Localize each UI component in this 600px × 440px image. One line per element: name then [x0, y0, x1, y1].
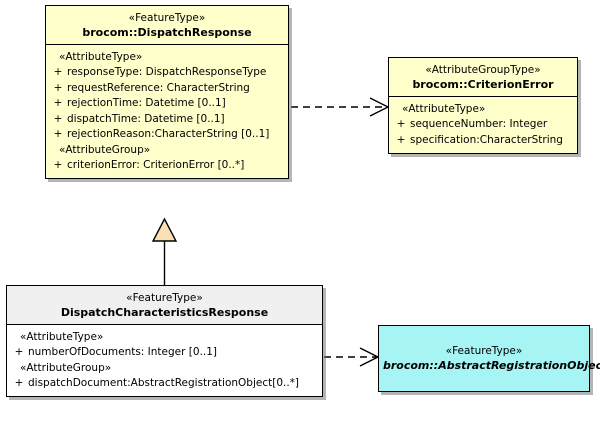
attribute-visibility: +	[53, 158, 63, 171]
compartment-label: «AttributeGroup»	[20, 361, 112, 374]
class-header-criterion-error: «AttributeGroupType» brocom::CriterionEr…	[389, 58, 577, 97]
attribute-row: + sequenceNumber: Integer	[392, 117, 574, 133]
class-box-abstract-registration-object[interactable]: «FeatureType» brocom::AbstractRegistrati…	[378, 325, 600, 392]
attribute-text: rejectionTime: Datetime [0..1]	[67, 97, 226, 109]
dependency-dispatchcharacteristics-to-abstractregistrationobject	[324, 347, 380, 367]
compartment-label: «AttributeType»	[402, 103, 486, 115]
attribute-row: + requestReference: CharacterString	[49, 81, 285, 97]
attribute-text: rejectionReason:CharacterString [0..1]	[67, 128, 270, 140]
attribute-row: + rejectionTime: Datetime [0..1]	[49, 96, 285, 112]
attribute-text: responseType: DispatchResponseType	[67, 66, 267, 78]
attribute-visibility: +	[53, 81, 63, 94]
attribute-row: + responseType: DispatchResponseType	[49, 65, 285, 81]
attribute-text: numberOfDocuments: Integer [0..1]	[28, 346, 218, 358]
class-stereotype: «FeatureType»	[445, 345, 523, 357]
class-stereotype: «AttributeGroupType»	[425, 64, 541, 76]
attribute-visibility: +	[53, 66, 63, 78]
attribute-visibility: +	[396, 118, 406, 130]
attribute-text: sequenceNumber: Integer	[410, 118, 548, 130]
attribute-text: dispatchTime: Datetime [0..1]	[67, 112, 225, 125]
attribute-row: + criterionError: CriterionError [0..*]	[49, 158, 285, 174]
class-body-dispatch-characteristics-response: «AttributeType» + numberOfDocuments: Int…	[7, 325, 322, 396]
attribute-visibility: +	[14, 346, 24, 358]
class-header-abstract-registration-object: «FeatureType» brocom::AbstractRegistrati…	[379, 326, 600, 391]
compartment-label: «AttributeType»	[59, 51, 143, 63]
class-stereotype: «FeatureType»	[126, 292, 203, 304]
class-box-dispatch-response[interactable]: «FeatureType» brocom::DispatchResponse «…	[45, 5, 289, 179]
attribute-visibility: +	[53, 128, 63, 140]
class-box-dispatch-characteristics-response[interactable]: «FeatureType» DispatchCharacteristicsRes…	[6, 285, 323, 397]
class-body-criterion-error: «AttributeType» + sequenceNumber: Intege…	[389, 97, 577, 153]
attribute-row: + specification:CharacterString	[392, 133, 574, 149]
dependency-dispatchresponse-to-criterionerror	[291, 97, 390, 117]
attribute-text: requestReference: CharacterString	[67, 81, 250, 94]
attribute-text: criterionError: CriterionError [0..*]	[67, 158, 245, 171]
attribute-row: + dispatchTime: Datetime [0..1]	[49, 112, 285, 128]
class-title: DispatchCharacteristicsResponse	[60, 306, 269, 319]
attribute-row: + dispatchDocument:AbstractRegistrationO…	[10, 376, 319, 392]
class-stereotype: «FeatureType»	[128, 12, 206, 24]
generalization-dispatchcharacteristics-to-dispatchresponse	[151, 217, 178, 285]
class-header-dispatch-response: «FeatureType» brocom::DispatchResponse	[46, 6, 288, 45]
class-header-dispatch-characteristics-response: «FeatureType» DispatchCharacteristicsRes…	[7, 286, 322, 325]
class-title: brocom::CriterionError	[412, 78, 554, 91]
compartment-label: «AttributeGroup»	[59, 143, 151, 156]
attribute-row: + rejectionReason:CharacterString [0..1]	[49, 127, 285, 143]
class-body-dispatch-response: «AttributeType» + responseType: Dispatch…	[46, 45, 288, 178]
attribute-visibility: +	[396, 133, 406, 146]
class-title: brocom::AbstractRegistrationObject	[383, 359, 600, 372]
attribute-visibility: +	[14, 376, 24, 389]
class-title: brocom::DispatchResponse	[82, 26, 252, 39]
attribute-row: + numberOfDocuments: Integer [0..1]	[10, 345, 319, 361]
attribute-text: dispatchDocument:AbstractRegistrationObj…	[28, 376, 300, 389]
compartment-label: «AttributeType»	[20, 331, 104, 343]
attribute-text: specification:CharacterString	[410, 133, 563, 146]
class-box-criterion-error[interactable]: «AttributeGroupType» brocom::CriterionEr…	[388, 57, 578, 154]
attribute-visibility: +	[53, 97, 63, 109]
attribute-visibility: +	[53, 112, 63, 125]
